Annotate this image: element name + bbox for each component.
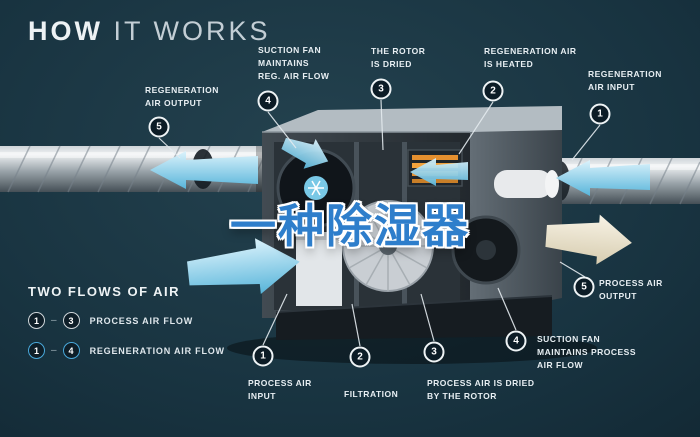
outlet-cylinder (494, 170, 559, 198)
label-process-air-input: PROCESS AIR INPUT (248, 378, 312, 401)
legend-badge-process-from: 1 (28, 312, 45, 329)
legend-label-regen: REGENERATION AIR FLOW (89, 345, 225, 356)
callout-lines (158, 99, 601, 347)
label-regeneration-air-input: REGENERATION AIR INPUT (588, 69, 662, 92)
badge-4-suction-fan-reg: 4 (257, 90, 279, 112)
cabinet-top (262, 106, 562, 132)
legend-badge-regen-to: 4 (62, 342, 80, 359)
regen-in-arrow (556, 160, 650, 196)
badge-2-regen-heated: 2 (482, 80, 504, 102)
legend-badge-process-to: 3 (62, 312, 80, 329)
badge-5-process-output: 5 (573, 276, 595, 298)
legend-row-process: 1 – 3 PROCESS AIR FLOW (28, 312, 225, 329)
fan-curve-arrow (281, 137, 329, 169)
label-filtration: FILTRATION (344, 389, 399, 399)
label-regeneration-air-output: REGENERATION AIR OUTPUT (145, 85, 219, 108)
label-suction-fan-process: SUCTION FAN MAINTAINS PROCESS AIR FLOW (537, 334, 637, 370)
label-regeneration-air-heated: REGENERATION AIR IS HEATED (484, 46, 577, 69)
legend-label-process: PROCESS AIR FLOW (89, 315, 194, 326)
title-how: HOW (28, 16, 103, 46)
label-process-air-output: PROCESS AIR OUTPUT (599, 278, 663, 301)
machine-shadow (227, 332, 597, 364)
airflow-arrows (150, 137, 650, 294)
machine-base (276, 296, 552, 340)
filter-box (296, 232, 342, 306)
title-it-works: IT WORKS (113, 16, 271, 46)
heater-arrow (410, 158, 468, 186)
legend-dash: – (51, 315, 57, 326)
regen-out-arrow (150, 151, 258, 189)
process-fan (451, 215, 521, 285)
chinese-watermark: 一种除湿器 (230, 200, 470, 252)
badge-3-rotor-dried: 3 (370, 78, 392, 100)
page-title: HOW IT WORKS (28, 16, 271, 47)
legend-badge-regen-from: 1 (28, 342, 45, 359)
badge-5-regen-output: 5 (148, 116, 170, 138)
legend: TWO FLOWS OF AIR 1 – 3 PROCESS AIR FLOW … (28, 284, 225, 359)
label-rotor-dried: THE ROTOR IS DRIED (371, 46, 426, 69)
process-in-arrow (187, 238, 300, 294)
badge-4-suction-fan-process: 4 (505, 330, 527, 352)
label-process-air-dried: PROCESS AIR IS DRIED BY THE ROTOR (427, 378, 535, 401)
rotor (342, 200, 434, 292)
legend-row-regeneration: 1 – 4 REGENERATION AIR FLOW (28, 342, 225, 359)
badge-2-filtration: 2 (349, 346, 371, 368)
badge-1-process-input: 1 (252, 345, 274, 367)
badge-1-regen-input: 1 (589, 103, 611, 125)
legend-dash: – (51, 345, 57, 356)
badge-3-process-dried: 3 (423, 341, 445, 363)
process-out-arrow (545, 214, 632, 265)
label-suction-fan-reg: SUCTION FAN MAINTAINS REG. AIR FLOW (258, 45, 330, 81)
legend-title: TWO FLOWS OF AIR (28, 284, 181, 299)
